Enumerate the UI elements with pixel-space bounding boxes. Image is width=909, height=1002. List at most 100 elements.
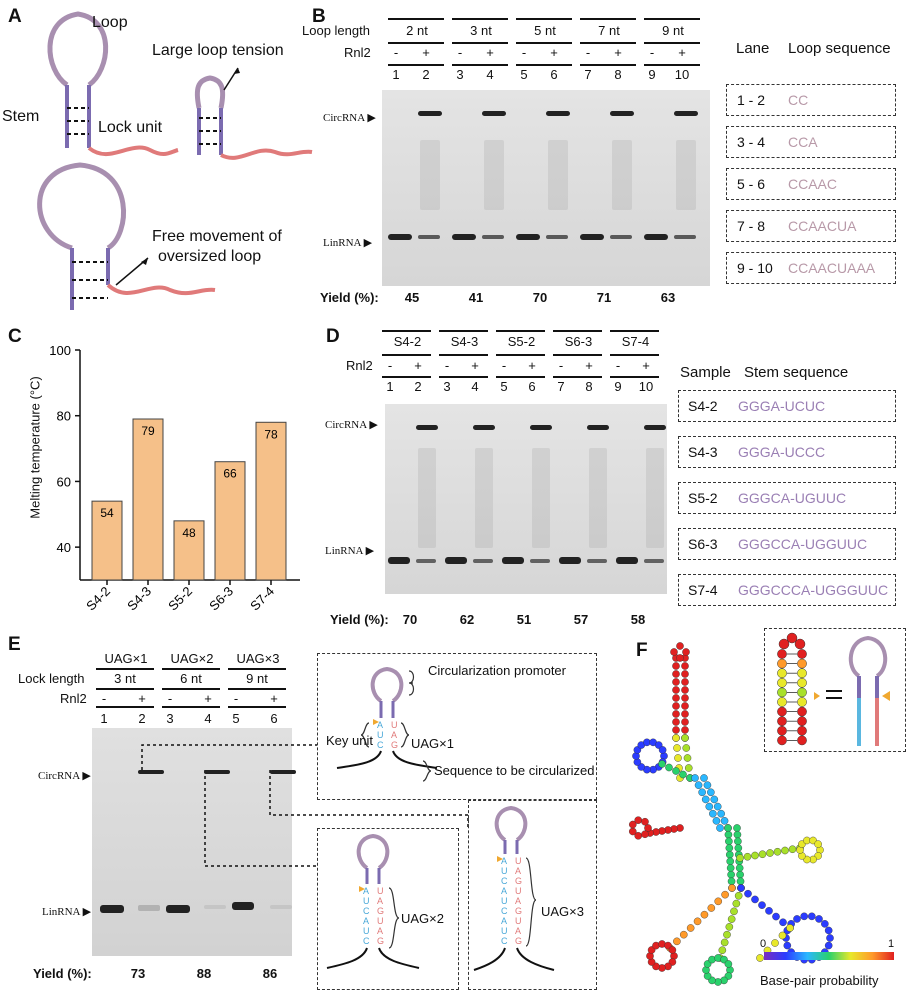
circrna-band (546, 111, 570, 116)
rnl2-sign: - (649, 45, 655, 60)
circrna-label-d: CircRNA ▶ (325, 419, 378, 431)
nucleotide (681, 670, 689, 678)
lane-number: 9 (648, 67, 656, 82)
svg-text:A: A (501, 916, 507, 926)
panel-a-diagram (37, 11, 313, 310)
rnl2-sign: - (615, 358, 621, 373)
rnl2-label-b: Rnl2 (344, 45, 371, 60)
svg-text:G: G (515, 876, 522, 886)
y-tick-label: 40 (57, 540, 71, 555)
svg-text:U: U (377, 916, 384, 926)
header-rule (496, 354, 545, 356)
smear (475, 448, 493, 548)
nucleotide (781, 846, 789, 855)
nucleotide (734, 891, 743, 900)
nucleotide (797, 658, 807, 669)
nucleotide (628, 827, 637, 836)
sample-id: S4-3 (688, 444, 718, 460)
group-label: 2 nt (406, 23, 428, 38)
rna-structure (628, 642, 834, 986)
nucleotide (681, 702, 689, 710)
schematic-loop (848, 635, 888, 678)
header-rule (610, 330, 659, 332)
nucleotide (727, 877, 736, 886)
nucleotide (658, 760, 666, 768)
lane-number: 10 (638, 379, 654, 394)
rnl2-sign: - (501, 358, 507, 373)
group-label: S4-2 (393, 334, 422, 349)
stem-seq-row (678, 390, 896, 422)
group-label: S4-3 (450, 334, 479, 349)
loop-sequence: CCAACUA (788, 218, 857, 234)
header-rule (580, 18, 636, 20)
nucleotide (709, 809, 717, 818)
rnl2-sign: - (457, 45, 463, 60)
linrna-label-d: LinRNA ▶ (325, 545, 375, 557)
nucleotide (703, 781, 712, 789)
sample-id: S4-2 (688, 398, 718, 414)
smear (548, 140, 568, 210)
lane-number: 6 (550, 67, 558, 82)
sample-id: S5-2 (688, 490, 718, 506)
yield-value: 51 (516, 612, 532, 627)
lane-number: 1 (392, 67, 400, 82)
nucleotide (734, 844, 743, 852)
nucleotide (797, 697, 807, 707)
nucleotide (766, 849, 774, 857)
svg-text:U: U (377, 886, 384, 896)
sample-id: S7-4 (688, 582, 718, 598)
rnl2-sign: + (614, 45, 622, 60)
lock-length: 6 nt (180, 671, 202, 686)
nucleotide (751, 851, 759, 860)
gel-b (382, 90, 710, 286)
nucleotide (786, 924, 794, 932)
yield-label-b: Yield (%): (320, 290, 379, 305)
nucleotide (691, 774, 699, 782)
smear (676, 140, 696, 210)
circrna-band (204, 770, 230, 774)
nucleotide (737, 884, 745, 892)
header-rule (644, 64, 700, 66)
header-rule (610, 354, 659, 356)
svg-text:A: A (501, 886, 507, 896)
nucleotide (672, 694, 680, 702)
sequence-label: Sequence to be circularized (434, 763, 595, 778)
nucleotide (777, 735, 787, 746)
nucleotide (679, 770, 687, 779)
circrna-band (644, 425, 666, 430)
nucleotide (725, 923, 734, 931)
panel-label-b: B (312, 6, 326, 27)
svg-text:U: U (501, 896, 508, 906)
svg-text:C: C (363, 906, 370, 916)
nucleotide (730, 907, 738, 916)
nucleotide (641, 830, 649, 839)
group-label: UAG×1 (104, 651, 148, 666)
panel-label-c: C (8, 326, 22, 347)
uag3-label: UAG×3 (541, 904, 584, 919)
y-tick-label: 100 (49, 343, 71, 358)
stem-sequence: GGGA-UCUC (738, 398, 826, 414)
header-rule (496, 330, 545, 332)
stem-seq-row (678, 574, 896, 606)
group-label: S6-3 (564, 334, 593, 349)
header-rule (382, 376, 431, 378)
circrna-band (530, 425, 552, 430)
nucleotide (712, 817, 721, 825)
colorbar-title: Base-pair probability (760, 973, 879, 988)
circrna-label-b: CircRNA ▶ (323, 112, 376, 124)
nucleotide (673, 744, 681, 752)
tension-label: Large loop tension (152, 42, 284, 59)
nucleotide (728, 884, 736, 892)
nucleotide (628, 820, 637, 829)
nucleotide (797, 706, 807, 717)
yield-value: 70 (532, 290, 548, 305)
nucleotide (707, 904, 716, 912)
linrna-band (644, 234, 668, 240)
lane-range: 7 - 8 (737, 218, 766, 234)
nucleotide (724, 960, 733, 968)
nucleotide (672, 670, 680, 678)
free-movement-label-2: oversized loop (158, 248, 262, 265)
nucleotide (707, 788, 715, 797)
probability-colorbar (764, 952, 894, 960)
linrna-band (416, 559, 436, 563)
